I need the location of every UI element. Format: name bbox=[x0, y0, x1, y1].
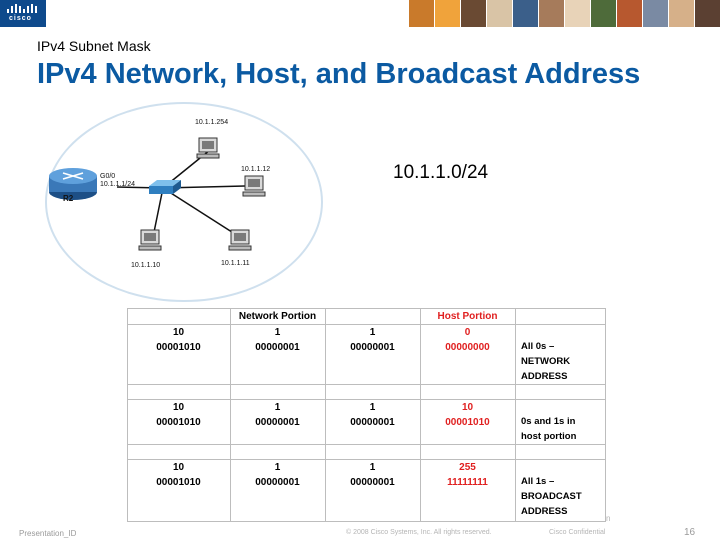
banner-photo bbox=[434, 0, 460, 27]
banner-photo bbox=[486, 0, 512, 27]
octet-binary: 00001010 bbox=[156, 417, 201, 428]
banner-photo bbox=[564, 0, 590, 27]
link-switch-host-10 bbox=[152, 187, 164, 238]
table-grid-line bbox=[127, 308, 128, 522]
note-line: 0s and 1s in bbox=[521, 416, 576, 427]
banner-photo bbox=[460, 0, 486, 27]
octet-decimal: 1 bbox=[274, 402, 281, 413]
table-grid-line bbox=[605, 308, 606, 522]
octet-binary: 00000001 bbox=[255, 342, 300, 353]
banner-photo bbox=[512, 0, 538, 27]
router-name: R2 bbox=[63, 194, 74, 203]
host-octet-decimal: 255 bbox=[459, 462, 476, 473]
table-grid-line bbox=[230, 308, 231, 522]
host-ip-label: 10.1.1.254 bbox=[195, 119, 228, 126]
row-note: All 1s – BROADCAST ADDRESS bbox=[521, 474, 582, 519]
table-grid-line bbox=[127, 384, 606, 385]
link-switch-host-11 bbox=[162, 187, 236, 235]
row-note: 0s and 1s in host portion bbox=[521, 414, 576, 444]
note-line: All 1s – bbox=[521, 476, 555, 487]
host-ip-label: 10.1.1.12 bbox=[241, 166, 270, 173]
table-grid-line bbox=[127, 444, 606, 445]
slide-title: IPv4 Network, Host, and Broadcast Addres… bbox=[37, 58, 641, 90]
octet-binary: 00000001 bbox=[255, 417, 300, 428]
octet-decimal: 1 bbox=[369, 462, 376, 473]
router-icon bbox=[49, 168, 97, 200]
pc-icon bbox=[196, 137, 220, 159]
table-grid-line bbox=[127, 324, 606, 325]
octet-binary: 00001010 bbox=[156, 477, 201, 488]
footer-confidential: Cisco Confidential bbox=[549, 529, 606, 536]
network-address-label: 10.1.1.0/24 bbox=[393, 162, 489, 183]
footer-fragment: n bbox=[606, 514, 611, 523]
pc-icon bbox=[138, 229, 162, 251]
slide-subtitle: IPv4 Subnet Mask bbox=[37, 38, 151, 54]
note-line: NETWORK bbox=[521, 356, 571, 367]
table-grid-line bbox=[325, 308, 326, 522]
table-grid-line bbox=[515, 308, 516, 522]
octet-decimal: 10 bbox=[172, 327, 185, 338]
subnet-table: Network Portion Host Portion 10 1 1 0 00… bbox=[127, 308, 606, 522]
photo-strip bbox=[408, 0, 720, 27]
host-octet-binary: 00000000 bbox=[445, 342, 490, 353]
banner-photo bbox=[590, 0, 616, 27]
host-ip-label: 10.1.1.11 bbox=[221, 260, 250, 267]
octet-binary: 00000001 bbox=[350, 477, 395, 488]
note-line: ADDRESS bbox=[521, 371, 568, 382]
router-interface: G0/0 bbox=[100, 173, 115, 180]
banner-photo bbox=[538, 0, 564, 27]
octet-binary: 00001010 bbox=[156, 342, 201, 353]
table-grid-line bbox=[127, 521, 606, 522]
octet-binary: 00000001 bbox=[350, 417, 395, 428]
host-octet-decimal: 10 bbox=[461, 402, 474, 413]
octet-binary: 00000001 bbox=[255, 477, 300, 488]
note-line: BROADCAST bbox=[521, 491, 582, 502]
top-banner: cisco bbox=[0, 0, 720, 27]
octet-binary: 00000001 bbox=[350, 342, 395, 353]
banner-photo bbox=[616, 0, 642, 27]
octet-decimal: 1 bbox=[274, 327, 281, 338]
cisco-logo: cisco bbox=[0, 0, 46, 27]
logo-text: cisco bbox=[9, 15, 32, 22]
host-portion-header: Host Portion bbox=[437, 311, 498, 322]
banner-photo bbox=[694, 0, 720, 27]
octet-decimal: 1 bbox=[369, 327, 376, 338]
page-number: 16 bbox=[684, 527, 696, 538]
note-line: All 0s – bbox=[521, 341, 555, 352]
host-octet-binary: 11111111 bbox=[447, 477, 488, 488]
network-topology-diagram: R2 G0/0 10.1.1.1/24 10.1.1.254 10.1.1.12… bbox=[49, 119, 270, 269]
pc-icon bbox=[228, 229, 252, 251]
banner-photo bbox=[642, 0, 668, 27]
octet-decimal: 1 bbox=[274, 462, 281, 473]
router-ip: 10.1.1.1/24 bbox=[100, 181, 135, 188]
octet-decimal: 1 bbox=[369, 402, 376, 413]
banner-photo bbox=[668, 0, 694, 27]
table-grid-line bbox=[420, 308, 421, 522]
footer-copyright: © 2008 Cisco Systems, Inc. All rights re… bbox=[346, 529, 492, 536]
octet-decimal: 10 bbox=[172, 462, 185, 473]
network-portion-header: Network Portion bbox=[238, 311, 317, 322]
host-ip-label: 10.1.1.10 bbox=[131, 262, 160, 269]
table-grid-line bbox=[127, 308, 606, 309]
cisco-bars-icon bbox=[7, 4, 37, 13]
octet-decimal: 10 bbox=[172, 402, 185, 413]
host-octet-decimal: 0 bbox=[464, 327, 471, 338]
host-octet-binary: 00001010 bbox=[445, 417, 490, 428]
switch-icon bbox=[149, 180, 181, 194]
footer-presentation-id: Presentation_ID bbox=[19, 529, 77, 538]
note-line: ADDRESS bbox=[521, 506, 568, 517]
pc-icon bbox=[242, 175, 266, 197]
table-grid-line bbox=[127, 459, 606, 460]
table-grid-line bbox=[127, 399, 606, 400]
note-line: host portion bbox=[521, 431, 577, 442]
row-note: All 0s – NETWORK ADDRESS bbox=[521, 339, 570, 384]
banner-photo bbox=[408, 0, 434, 27]
